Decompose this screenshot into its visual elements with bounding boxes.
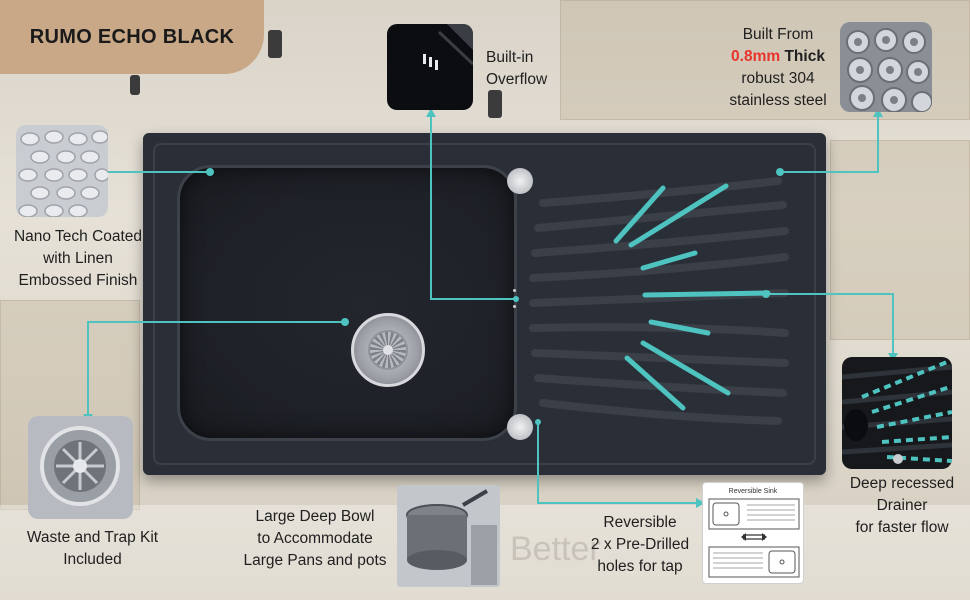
waste-label-line2: Included bbox=[63, 551, 122, 568]
finish-label-line1: Nano Tech Coated bbox=[13, 228, 143, 245]
steel-label-line3: robust 304 bbox=[741, 70, 815, 87]
drainer-label-line1: Deep recessed bbox=[849, 475, 955, 492]
product-title-badge: RUMO ECHO BLACK bbox=[0, 0, 264, 74]
reversible-label-line3: holes for tap bbox=[597, 558, 683, 575]
drainer-grooves bbox=[523, 153, 803, 453]
sink-bowl bbox=[177, 165, 517, 441]
waste-label-line1: Waste and Trap Kit bbox=[26, 529, 159, 546]
deep-bowl-pans-icon bbox=[397, 485, 500, 587]
drainer-label-line2: Drainer bbox=[876, 497, 928, 514]
overflow-label-line2: Overflow bbox=[486, 71, 548, 88]
finish-label-line3: Embossed Finish bbox=[18, 272, 138, 289]
product-title: RUMO ECHO BLACK bbox=[29, 25, 235, 48]
waste-label: Waste and Trap Kit Included bbox=[15, 527, 170, 571]
drainer-closeup-icon bbox=[842, 357, 952, 469]
drain-strainer-icon bbox=[351, 313, 425, 387]
drainer-label: Deep recessed Drainer for faster flow bbox=[834, 473, 970, 539]
waste-kit-icon bbox=[28, 416, 133, 519]
drainer-label-line3: for faster flow bbox=[855, 519, 949, 536]
overflow-closeup-icon bbox=[387, 24, 473, 110]
bowl-label-line1: Large Deep Bowl bbox=[255, 508, 375, 525]
bowl-label-line2: to Accommodate bbox=[257, 530, 373, 547]
steel-coils-icon bbox=[840, 22, 932, 112]
steel-label: Built From 0.8mm Thick robust 304 stainl… bbox=[722, 24, 834, 112]
steel-label-line1: Built From bbox=[742, 26, 814, 43]
reversible-label-line2: 2 x Pre-Drilled bbox=[590, 536, 690, 553]
drain-grate bbox=[368, 330, 408, 370]
steel-thick-word: Thick bbox=[784, 48, 825, 65]
bowl-label-line3: Large Pans and pots bbox=[243, 552, 387, 569]
drain-cap bbox=[383, 345, 393, 355]
reversible-label-line1: Reversible bbox=[603, 514, 677, 531]
steel-label-line4: stainless steel bbox=[729, 92, 827, 109]
overflow-label: Built-in Overflow bbox=[486, 47, 547, 91]
finish-label-line2: with Linen bbox=[43, 250, 113, 267]
reversible-diagram-title: Reversible Sink bbox=[728, 488, 778, 495]
overflow-slots bbox=[513, 289, 517, 315]
steel-label-line2: 0.8mm Thick bbox=[722, 46, 834, 68]
reversible-diagram-icon: Reversible Sink bbox=[702, 482, 804, 584]
steel-thickness: 0.8mm bbox=[731, 48, 781, 65]
reversible-label: Reversible 2 x Pre-Drilled holes for tap bbox=[578, 512, 702, 578]
overflow-label-line1: Built-in bbox=[486, 49, 534, 66]
sink-image bbox=[143, 133, 826, 475]
linen-texture-icon bbox=[16, 125, 108, 217]
bowl-label: Large Deep Bowl to Accommodate Large Pan… bbox=[234, 506, 396, 572]
tap-hole-bottom bbox=[507, 414, 533, 440]
watermark-text: Better bbox=[510, 530, 601, 568]
finish-label: Nano Tech Coated with Linen Embossed Fin… bbox=[2, 226, 154, 292]
